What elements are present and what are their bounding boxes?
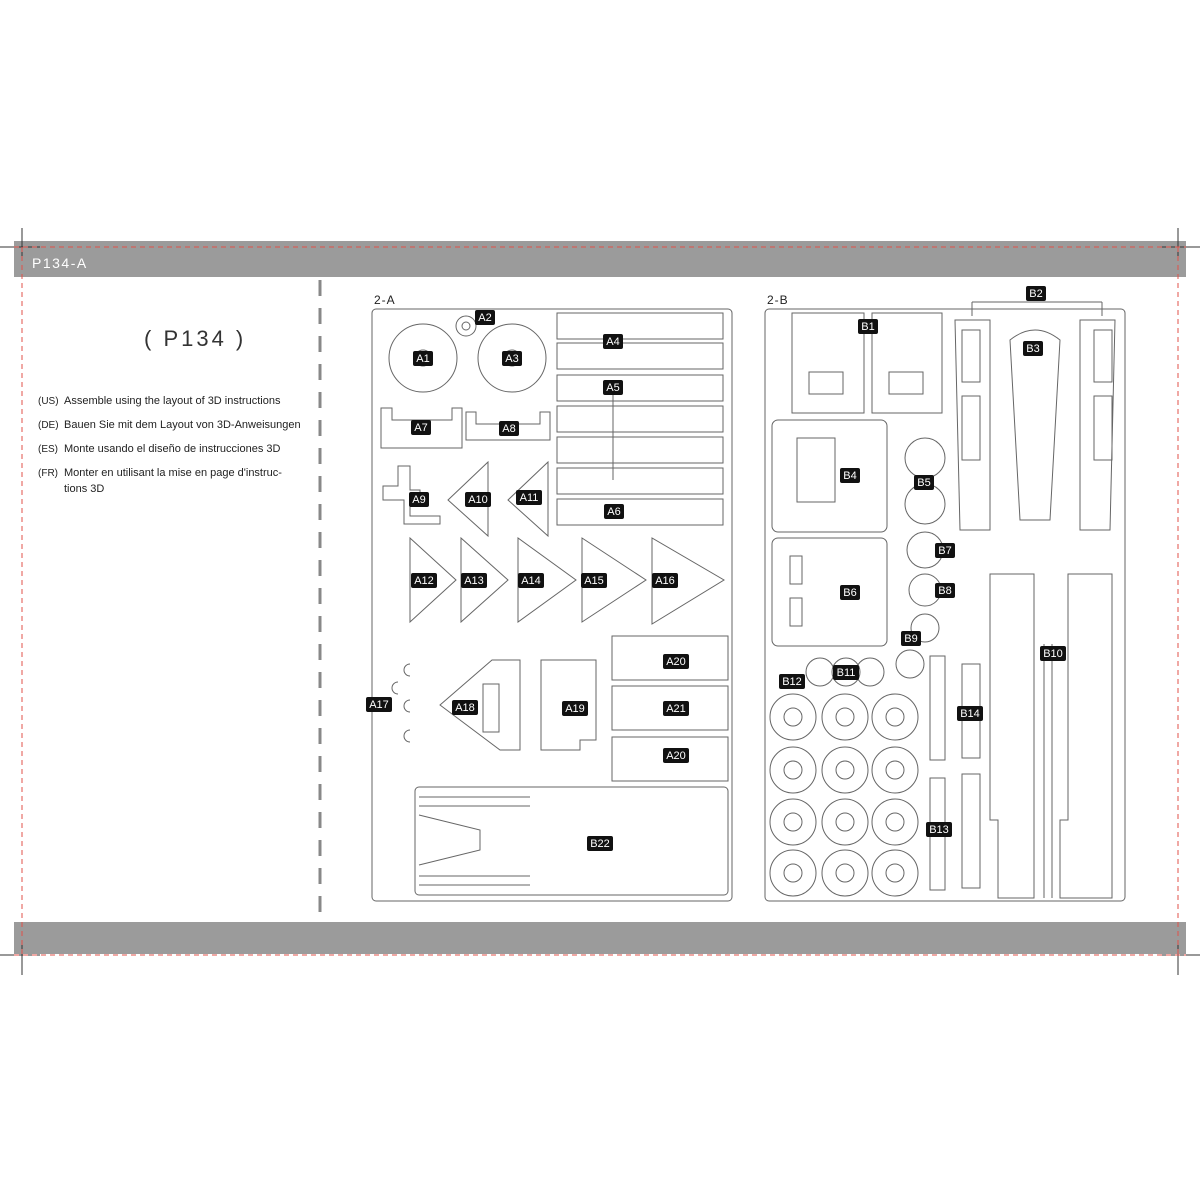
svg-text:A8: A8 bbox=[502, 423, 515, 435]
instruction-text: Bauen Sie mit dem Layout von 3D-Anweisun… bbox=[64, 419, 301, 431]
svg-text:B12: B12 bbox=[782, 676, 802, 688]
part-a3-shape bbox=[477, 323, 547, 393]
svg-text:B8: B8 bbox=[938, 585, 951, 597]
part-label-a12: A12 bbox=[411, 573, 437, 588]
svg-text:B2: B2 bbox=[1029, 288, 1042, 300]
part-label-a9: A9 bbox=[409, 492, 429, 507]
part-label-a17: A17 bbox=[366, 697, 392, 712]
part-label-b8: B8 bbox=[935, 583, 955, 598]
part-label-b6: B6 bbox=[840, 585, 860, 600]
part-label-a10: A10 bbox=[465, 492, 491, 507]
lang-code: (ES) bbox=[38, 444, 58, 455]
svg-text:A20: A20 bbox=[666, 656, 686, 668]
sheet-b-label: 2-B bbox=[767, 293, 789, 307]
svg-text:A19: A19 bbox=[565, 703, 585, 715]
svg-text:A15: A15 bbox=[584, 575, 604, 587]
part-label-b22: B22 bbox=[587, 836, 613, 851]
part-label-a20-bottom: A20 bbox=[663, 748, 689, 763]
footer-band bbox=[14, 922, 1186, 954]
part-label-a20-top: A20 bbox=[663, 654, 689, 669]
svg-text:A5: A5 bbox=[606, 382, 619, 394]
reference-title: ( P134 ) bbox=[144, 326, 247, 351]
part-label-b3: B3 bbox=[1023, 341, 1043, 356]
svg-text:A17: A17 bbox=[369, 699, 389, 711]
svg-text:B14: B14 bbox=[960, 708, 980, 720]
svg-text:A7: A7 bbox=[414, 422, 427, 434]
svg-text:B11: B11 bbox=[837, 667, 856, 679]
part-label-a11: A11 bbox=[516, 490, 542, 505]
instruction-de: (DE) Bauen Sie mit dem Layout von 3D-Anwe… bbox=[38, 417, 304, 434]
svg-text:A12: A12 bbox=[414, 575, 434, 587]
svg-text:A13: A13 bbox=[464, 575, 484, 587]
svg-text:B3: B3 bbox=[1026, 343, 1039, 355]
svg-text:B9: B9 bbox=[904, 633, 917, 645]
part-label-a5: A5 bbox=[603, 380, 623, 395]
instruction-text: Monte usando el diseño de instrucciones … bbox=[64, 443, 281, 455]
svg-text:A9: A9 bbox=[412, 494, 425, 506]
svg-text:B1: B1 bbox=[861, 321, 874, 333]
part-label-a19: A19 bbox=[562, 701, 588, 716]
part-label-a6: A6 bbox=[604, 504, 624, 519]
part-label-b9: B9 bbox=[901, 631, 921, 646]
lang-code: (DE) bbox=[38, 420, 59, 431]
part-label-b7: B7 bbox=[935, 543, 955, 558]
instruction-us: (US) Assemble using the layout of 3D inst… bbox=[38, 393, 304, 410]
part-label-a8: A8 bbox=[499, 421, 519, 436]
part-label-b2: B2 bbox=[1026, 286, 1046, 301]
part-label-b11: B11 bbox=[833, 665, 859, 680]
part-label-b1: B1 bbox=[858, 319, 878, 334]
lang-code: (FR) bbox=[38, 468, 58, 479]
svg-text:A2: A2 bbox=[478, 312, 491, 324]
part-label-a7: A7 bbox=[411, 420, 431, 435]
part-label-a1: A1 bbox=[413, 351, 433, 366]
svg-text:A21: A21 bbox=[666, 703, 686, 715]
svg-text:A3: A3 bbox=[505, 353, 518, 365]
svg-text:B13: B13 bbox=[929, 824, 949, 836]
part-a2-shape bbox=[455, 315, 477, 337]
instruction-text: Monter en utilisant la mise en page d'in… bbox=[64, 467, 282, 495]
part-label-a3: A3 bbox=[502, 351, 522, 366]
part-label-a14: A14 bbox=[518, 573, 544, 588]
svg-text:B22: B22 bbox=[590, 838, 610, 850]
part-label-b4: B4 bbox=[840, 468, 860, 483]
svg-text:A18: A18 bbox=[455, 702, 475, 714]
svg-text:B5: B5 bbox=[917, 477, 930, 489]
part-label-a18: A18 bbox=[452, 700, 478, 715]
part-label-b5: B5 bbox=[914, 475, 934, 490]
instruction-fr: (FR) Monter en utilisant la mise en page … bbox=[38, 465, 304, 497]
part-label-a2: A2 bbox=[475, 310, 495, 325]
part-label-a13: A13 bbox=[461, 573, 487, 588]
svg-text:B7: B7 bbox=[938, 545, 951, 557]
part-label-a21: A21 bbox=[663, 701, 689, 716]
part-label-b13: B13 bbox=[926, 822, 952, 837]
svg-text:A4: A4 bbox=[606, 336, 619, 348]
svg-text:A16: A16 bbox=[655, 575, 675, 587]
part-label-b10: B10 bbox=[1040, 646, 1066, 661]
part-label-a16: A16 bbox=[652, 573, 678, 588]
svg-text:A10: A10 bbox=[468, 494, 488, 506]
instruction-es: (ES) Monte usando el diseño de instruccio… bbox=[38, 441, 304, 458]
instruction-text: Assemble using the layout of 3D instruct… bbox=[64, 395, 281, 407]
svg-text:B4: B4 bbox=[843, 470, 856, 482]
svg-text:A20: A20 bbox=[666, 750, 686, 762]
sheet-a-label: 2-A bbox=[374, 293, 396, 307]
lang-code: (US) bbox=[38, 396, 59, 407]
part-label-a4: A4 bbox=[603, 334, 623, 349]
svg-text:A14: A14 bbox=[521, 575, 541, 587]
svg-text:A11: A11 bbox=[520, 492, 539, 504]
svg-text:B6: B6 bbox=[843, 587, 856, 599]
part-label-b12: B12 bbox=[779, 674, 805, 689]
part-label-a15: A15 bbox=[581, 573, 607, 588]
part-a1-shape bbox=[388, 323, 458, 393]
part-label-b14: B14 bbox=[957, 706, 983, 721]
page-code: P134-A bbox=[32, 255, 88, 271]
svg-text:A6: A6 bbox=[607, 506, 620, 518]
svg-text:A1: A1 bbox=[416, 353, 429, 365]
svg-text:B10: B10 bbox=[1043, 648, 1063, 660]
